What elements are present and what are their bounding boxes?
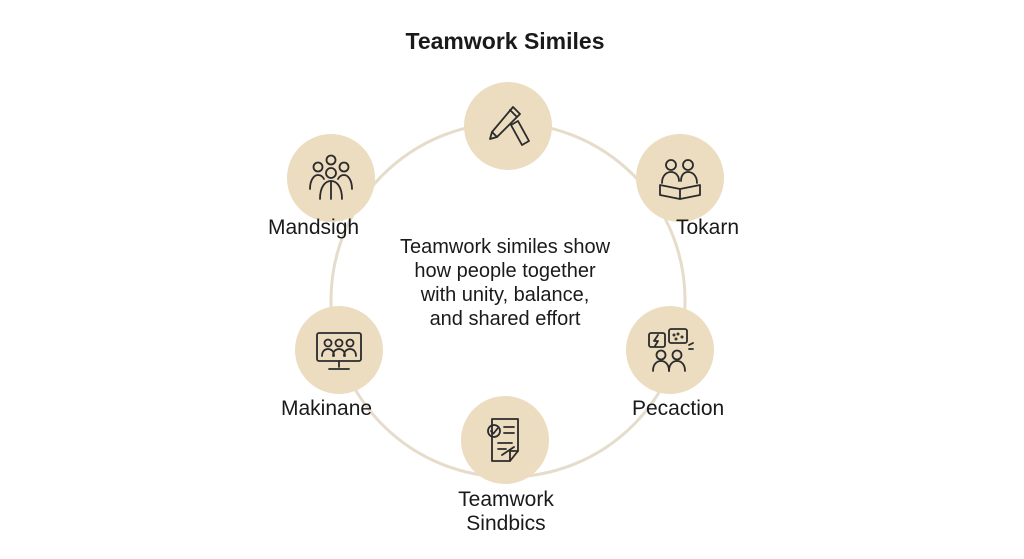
diagram-title: Teamwork Similes <box>405 28 605 54</box>
center-line-1: Teamwork similes show <box>399 236 611 258</box>
node-label-teamwork-sindbics: Teamwork Sindbics <box>441 488 571 536</box>
node-pen-ruler <box>464 82 552 170</box>
label-line-2: Sindbics <box>466 512 546 535</box>
node-pecaction <box>626 306 714 394</box>
node-label-tokarn: Tokarn <box>676 216 740 239</box>
node-label-makinane: Makinane <box>281 397 373 420</box>
label-line-1: Teamwork <box>458 488 554 511</box>
node-mandsigh <box>287 134 375 222</box>
group-of-people-icon <box>309 154 353 200</box>
node-label-pecaction: Pecaction <box>632 397 725 420</box>
video-conference-icon <box>316 332 362 370</box>
node-tokarn <box>636 134 724 222</box>
center-description: Teamwork similes show how people togethe… <box>370 235 640 331</box>
center-line-3: with unity, balance, <box>420 284 590 306</box>
center-line-2: how people together <box>414 260 596 282</box>
people-discussion-icon <box>648 328 694 372</box>
checklist-document-icon <box>487 418 519 462</box>
node-teamwork-sindbics <box>461 396 549 484</box>
node-makinane <box>295 306 383 394</box>
two-people-reading-icon <box>659 159 701 200</box>
center-line-4: and shared effort <box>429 308 581 330</box>
pen-ruler-icon <box>489 106 530 146</box>
node-label-mandsigh: Mandsigh <box>268 216 360 239</box>
